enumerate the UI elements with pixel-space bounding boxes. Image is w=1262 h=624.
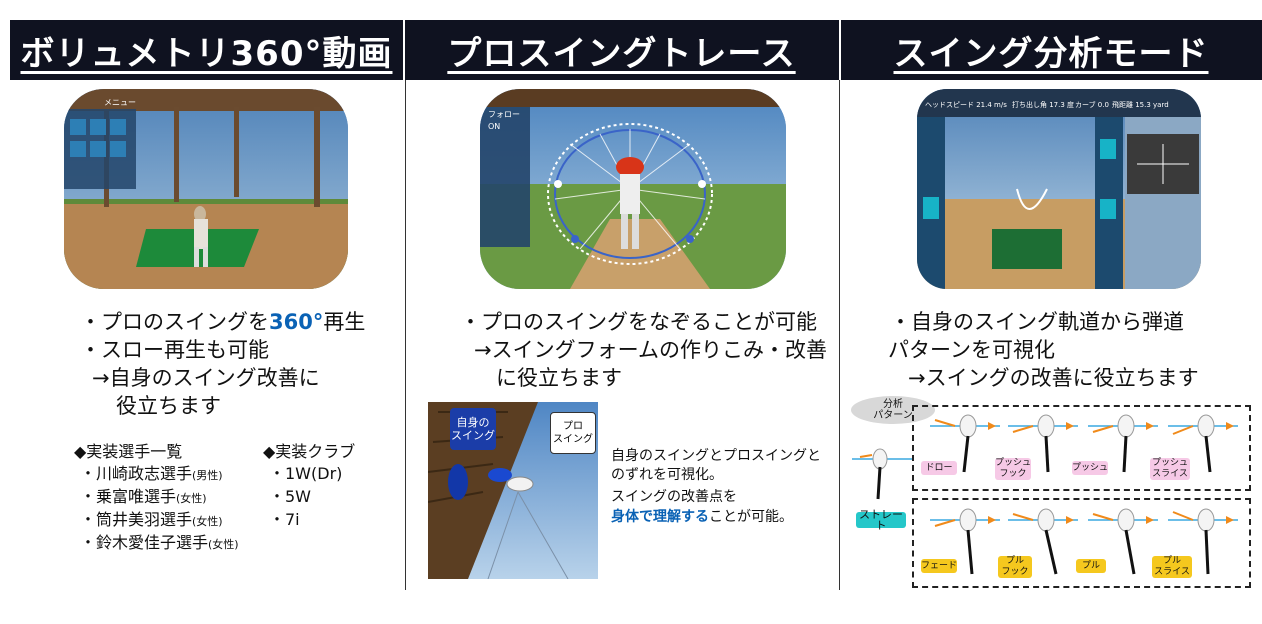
col3-bullet1-sub: →スイングの改善に役立ちます <box>908 366 1199 390</box>
draw-club-figure <box>930 414 1000 473</box>
distance-readout: 飛距離 15.3 yard <box>1112 100 1169 109</box>
push-hook-club-figure <box>1008 414 1078 473</box>
header-divider-2 <box>839 20 841 80</box>
col1-bullet1-highlight: 360° <box>269 310 324 334</box>
pull-club-figure <box>1088 508 1158 575</box>
club-item: ・1W(Dr) <box>269 464 343 483</box>
volumetric-video-screenshot: メニュー <box>64 89 348 289</box>
on-label-in-image: ON <box>488 122 500 131</box>
club-item: ・5W <box>269 487 312 506</box>
analysis-pattern-label: 分析 パターン <box>851 396 935 424</box>
pull-hook-label: プル フック <box>998 556 1032 578</box>
compare-desc-line3: スイングの改善点を <box>611 489 737 505</box>
pull-label: プル <box>1076 559 1106 573</box>
col2-bullet1-sub1: →スイングフォームの作りこみ・改善 <box>474 338 827 362</box>
menu-label-in-image: メニュー <box>104 98 136 107</box>
player-name: ・筒井美羽選手 <box>80 510 193 529</box>
col1-bullet1-suffix: 再生 <box>323 310 366 334</box>
header-divider-1 <box>403 20 405 80</box>
player-item: ・乗富唯選手(女性) <box>80 486 207 509</box>
compare-desc-highlight: 身体で理解する <box>611 509 709 525</box>
col1-bullet1: ・プロのスイングを360°再生 <box>80 309 365 336</box>
push-slice-club-figure <box>1168 414 1238 473</box>
push-label: プッシュ <box>1072 461 1108 475</box>
player-item: ・鈴木愛佳子選手(女性) <box>80 532 239 555</box>
player-gender: (女性) <box>176 492 207 505</box>
push-hook-label: プッシュ フック <box>995 458 1032 480</box>
col1-bullet2-sub1: →自身のスイング改善に <box>92 366 320 390</box>
col2-bullet1: ・プロのスイングをなぞることが可能 <box>460 310 817 334</box>
header-analysis-title: スイング分析モード <box>893 33 1209 74</box>
draw-label: ドロー <box>921 461 957 475</box>
col1-bullet1-prefix: ・プロのスイングを <box>80 310 269 334</box>
player-item: ・筒井美羽選手(女性) <box>80 509 223 532</box>
players-heading: ◆実装選手一覧 <box>74 442 183 461</box>
fade-label: フェード <box>921 559 957 573</box>
pull-slice-club-figure <box>1168 508 1238 575</box>
self-swing-label: 自身の スイング <box>450 408 496 450</box>
compare-desc-line4: 身体で理解することが可能。 <box>611 508 793 526</box>
header-bar: ボリュメトリ360°動画 プロスイングトレース スイング分析モード <box>10 20 1262 80</box>
launch-angle-readout: 打ち出し角 17.3 度 <box>1012 100 1074 109</box>
clubs-heading: ◆実装クラブ <box>263 442 356 461</box>
col3-bullet1: ・自身のスイング軌道から弾道 <box>890 310 1184 334</box>
compare-desc-line1: 自身のスイングとプロスイングと <box>611 448 821 464</box>
swing-analysis-screenshot: ヘッドスピード 21.4 m/s 打ち出し角 17.3 度 カーブ 0.0 飛距… <box>917 89 1201 289</box>
header-analysis: スイング分析モード <box>840 20 1262 80</box>
header-volumetric: ボリュメトリ360°動画 <box>10 20 403 80</box>
player-name: ・川崎政志選手 <box>80 464 193 483</box>
header-pro-trace-title: プロスイングトレース <box>447 33 796 74</box>
follow-label-in-image: フォロー <box>488 110 520 119</box>
col1-bullet2: ・スロー再生も可能 <box>80 338 269 362</box>
column-divider-1 <box>405 80 406 590</box>
pro-swing-label: プロ スイング <box>550 412 596 454</box>
push-slice-label: プッシュ スライス <box>1150 458 1190 480</box>
player-gender: (女性) <box>208 538 239 551</box>
straight-label: ストレート <box>856 509 906 531</box>
push-club-figure <box>1088 414 1158 473</box>
curve-readout: カーブ 0.0 <box>1075 100 1109 109</box>
head-speed-readout: ヘッドスピード 21.4 m/s <box>925 101 1007 109</box>
top-pattern-box <box>912 405 1251 491</box>
bottom-pattern-box <box>912 498 1251 588</box>
fade-club-figure <box>930 508 1000 575</box>
club-item: ・7i <box>269 510 300 529</box>
col1-bullet2-sub2: 役立ちます <box>116 394 221 418</box>
pro-swing-trace-screenshot: フォロー ON <box>480 89 786 289</box>
compare-desc-suffix: ことが可能。 <box>709 509 793 525</box>
column-divider-2 <box>839 80 840 590</box>
player-gender: (女性) <box>192 515 223 528</box>
col3-bullet1-cont: パターンを可視化 <box>888 338 1055 362</box>
swing-compare-image: 自身の スイング プロ スイング <box>428 402 598 579</box>
compare-desc-line2: のずれを可視化。 <box>611 467 723 483</box>
pull-hook-club-figure <box>1008 508 1078 575</box>
col2-bullet1-sub2: に役立ちます <box>496 366 622 390</box>
player-item: ・川崎政志選手(男性) <box>80 463 223 486</box>
header-volumetric-title: ボリュメトリ360°動画 <box>20 33 393 74</box>
player-name: ・乗富唯選手 <box>80 487 177 506</box>
player-name: ・鈴木愛佳子選手 <box>80 533 209 552</box>
header-pro-trace: プロスイングトレース <box>404 20 839 80</box>
player-gender: (男性) <box>192 469 223 482</box>
pull-slice-label: プル スライス <box>1152 556 1192 578</box>
straight-club-figure <box>852 448 912 500</box>
